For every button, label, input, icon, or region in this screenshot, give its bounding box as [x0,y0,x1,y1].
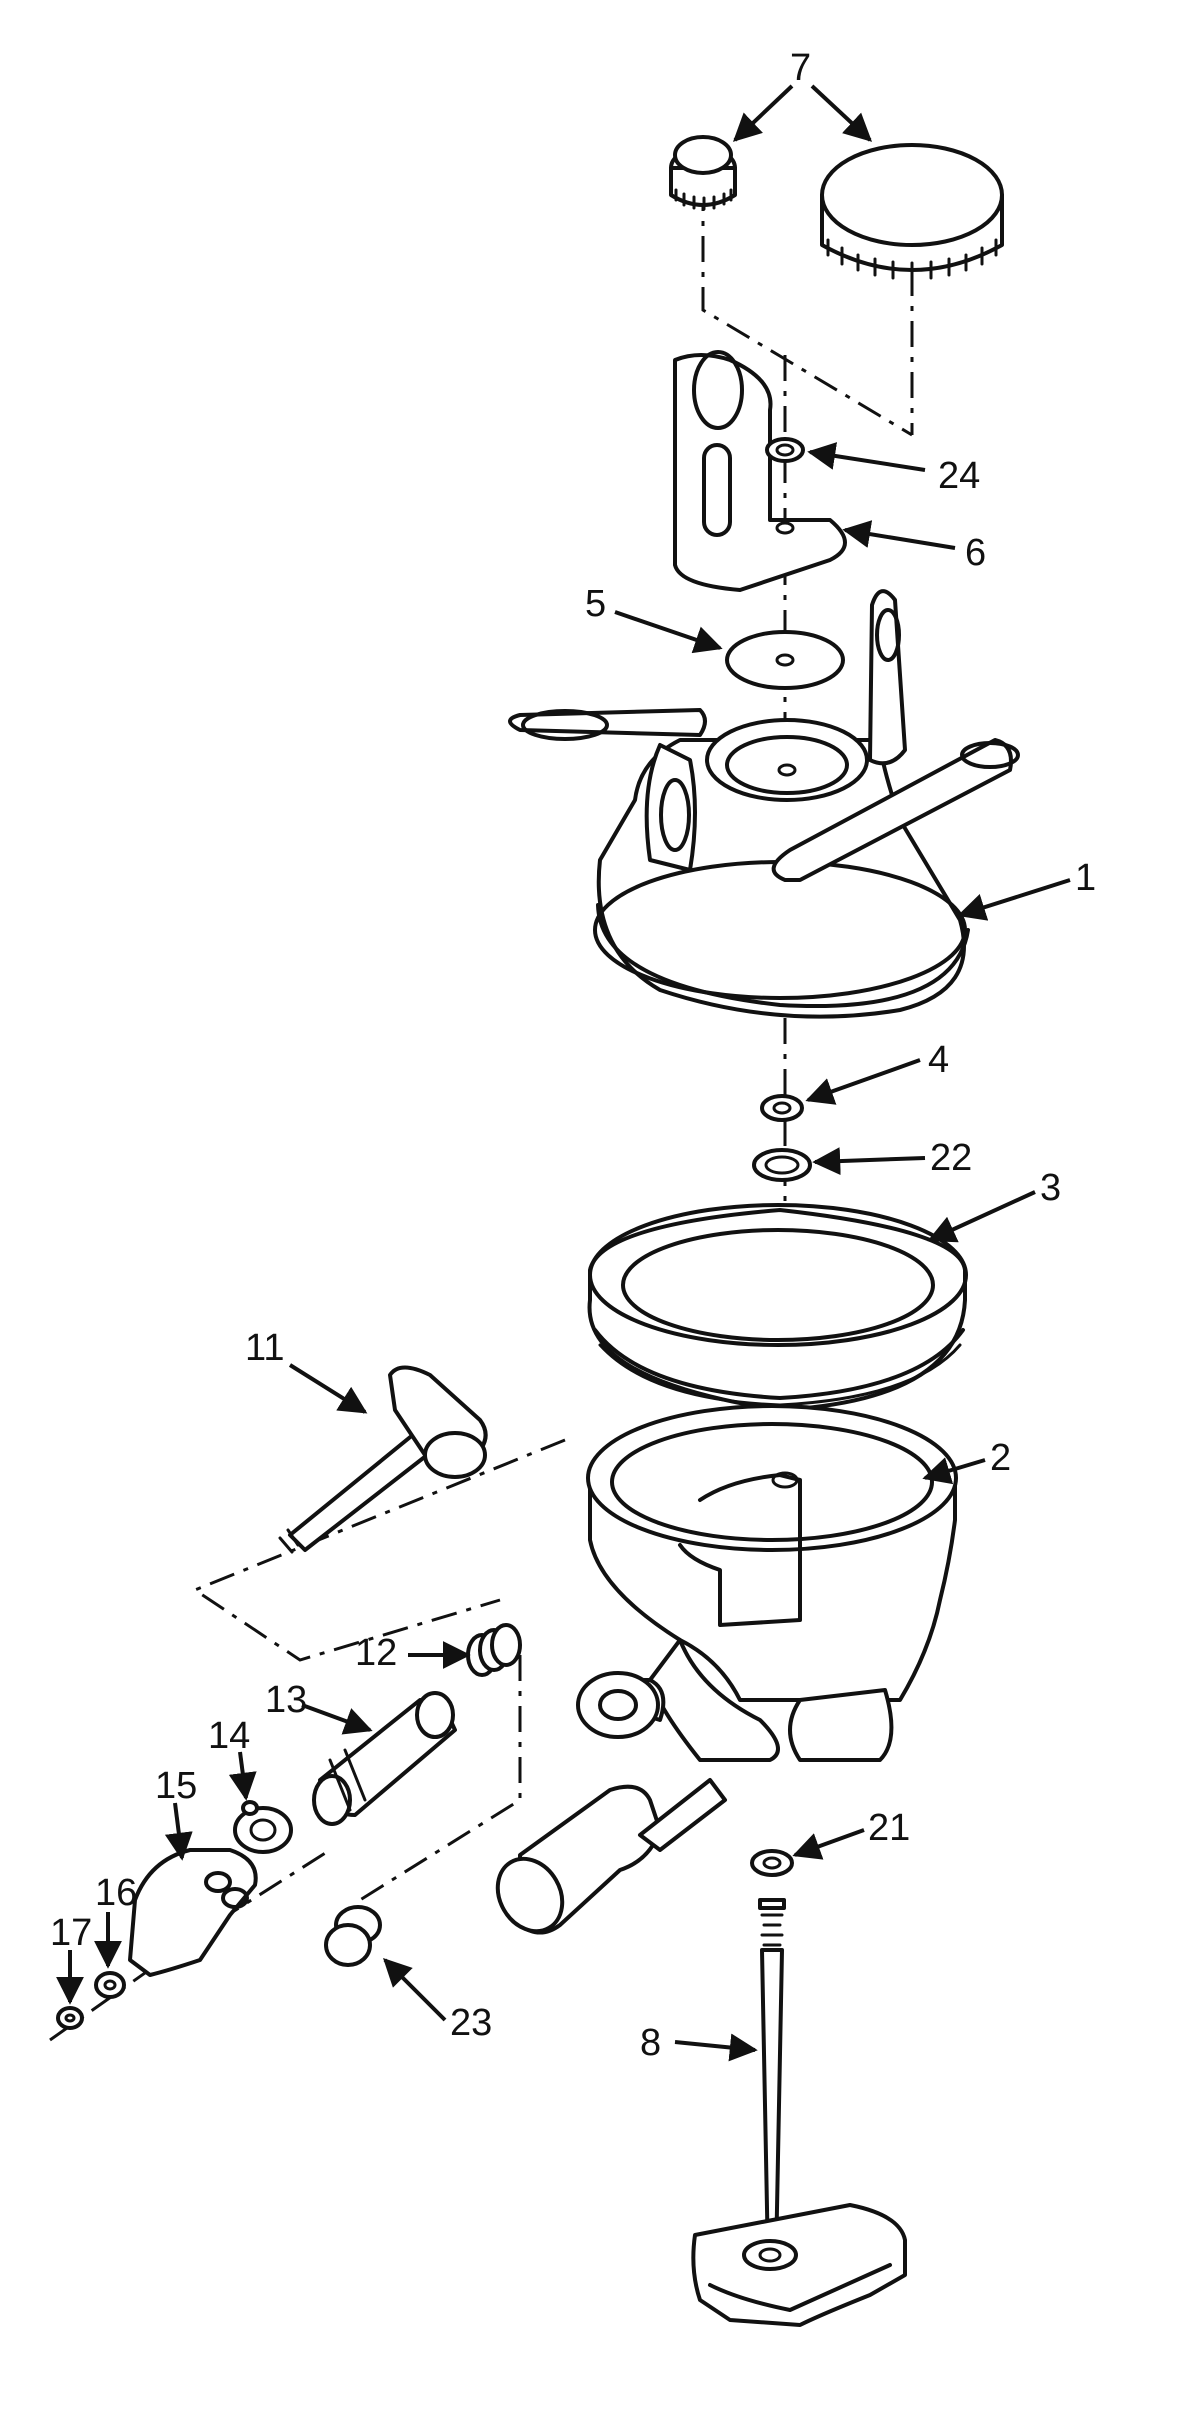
callout-24: 24 [938,455,980,497]
callout-23: 23 [450,2002,492,2044]
part-7-knob-large [820,143,1004,281]
callout-22: 22 [930,1137,972,1179]
callout-3: 3 [1040,1167,1061,1209]
part-11-lever [278,1365,488,1554]
callout-5: 5 [585,583,606,625]
part-23-plug [324,1905,382,1967]
callout-7: 7 [790,47,811,89]
part-6-bracket [673,350,847,592]
part-2-body [495,1404,958,1935]
callout-21: 21 [868,1807,910,1849]
callout-13: 13 [265,1679,307,1721]
callout-11: 11 [245,1327,284,1369]
part-22-ring [752,1148,812,1182]
callout-6: 6 [965,532,986,574]
callout-15: 15 [155,1765,197,1807]
part-13-cylinder [312,1691,457,1826]
callout-1: 1 [1075,857,1096,899]
part-16-washer [94,1971,126,1999]
callout-8: 8 [640,2022,661,2064]
part-1-cover [508,589,1020,1019]
part-17-nut [56,2006,84,2030]
callout-2: 2 [990,1437,1011,1479]
part-8-stem [691,1898,907,2327]
callout-16: 16 [95,1872,137,1914]
part-4-nut [760,1094,804,1122]
callout-4: 4 [928,1039,949,1081]
part-12-spring [466,1623,522,1677]
part-5-disc [725,630,845,690]
part-15-plate [128,1848,258,1977]
callout-14: 14 [208,1715,250,1757]
callout-17: 17 [50,1912,92,1954]
leader-arrows [56,84,1071,2062]
callout-12: 12 [355,1632,397,1674]
part-21-washer [750,1849,794,1877]
part-3-gasket [587,1203,968,1412]
part-24-washer [765,437,805,463]
part-7-knob-small [669,135,737,211]
callout-labels: 7 24 6 5 1 4 22 3 11 2 12 13 14 15 16 17… [50,47,1096,2064]
part-14-clip [233,1800,293,1854]
